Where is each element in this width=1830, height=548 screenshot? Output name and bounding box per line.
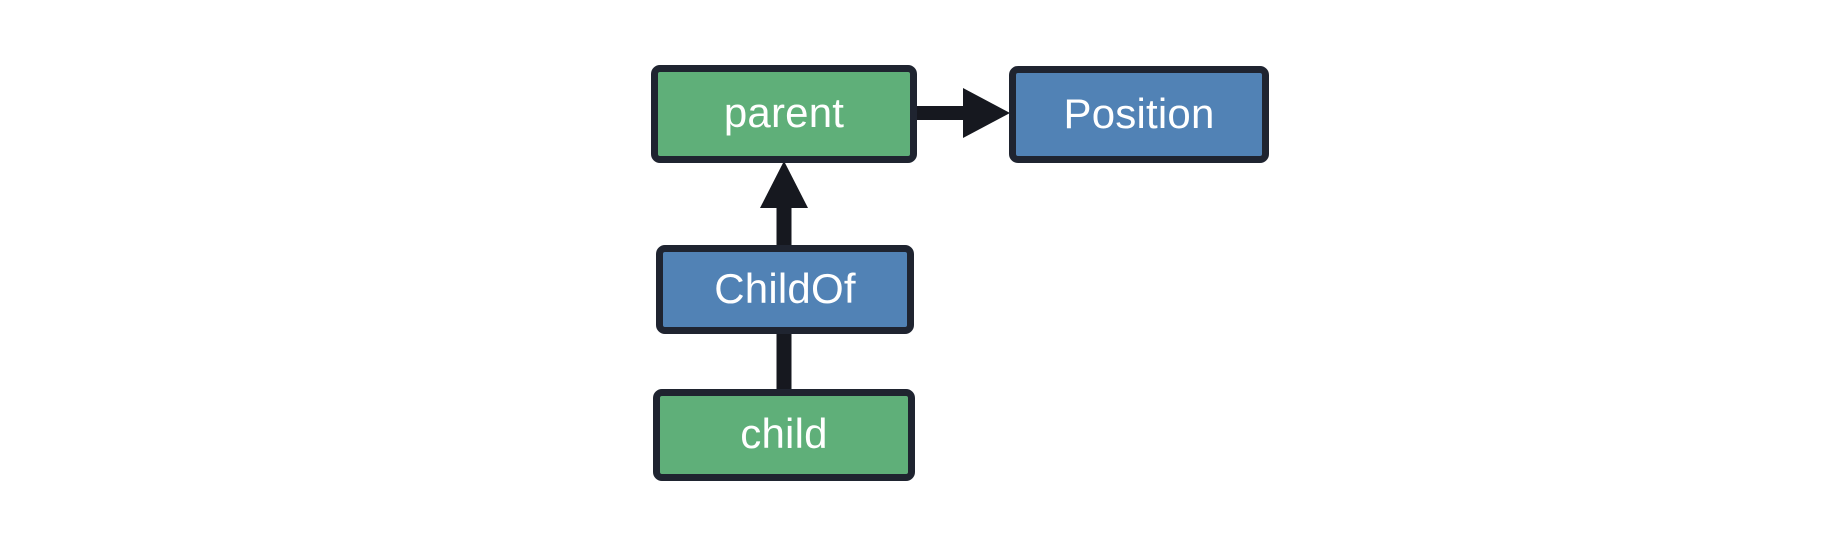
edge-parent-to-position-arrowhead [963,88,1010,138]
node-childof-label: ChildOf [714,264,856,312]
node-parent-label: parent [723,89,845,136]
node-position[interactable]: Position [1009,66,1269,163]
edge-childof-to-parent [760,161,808,245]
edge-parent-to-position [917,88,1010,138]
node-childof[interactable]: ChildOf [656,245,914,334]
node-parent[interactable]: parent [651,65,917,163]
node-child-label: child [740,410,828,457]
node-position-label: Position [1063,89,1215,137]
edge-childof-to-parent-arrowhead [760,161,808,208]
node-child[interactable]: child [653,389,915,481]
